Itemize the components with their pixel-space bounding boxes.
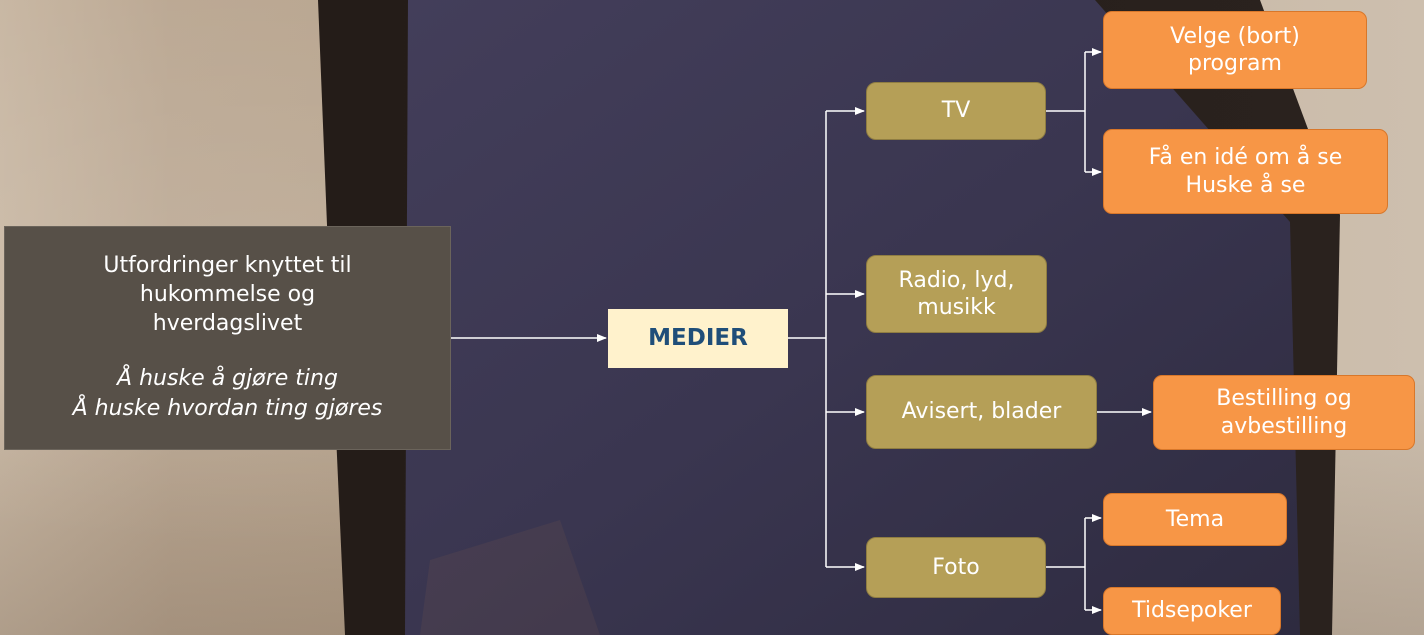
leaf-tv-get-idea: Få en idé om å se Huske å se	[1103, 129, 1388, 214]
challenge-heading: Utfordringer knyttet til hukommelse og h…	[103, 253, 352, 336]
medier-node: MEDIER	[608, 309, 788, 368]
challenge-box: Utfordringer knyttet til hukommelse og h…	[4, 226, 451, 450]
category-newspapers: Avisert, blader	[866, 375, 1097, 449]
leaf-news-ordering: Bestilling og avbestilling	[1153, 375, 1415, 450]
category-radio: Radio, lyd, musikk	[866, 255, 1047, 333]
category-photo: Foto	[866, 537, 1046, 598]
leaf-tv-select-program: Velge (bort) program	[1103, 11, 1367, 89]
tv-screen	[405, 0, 1300, 635]
challenge-examples: Å huske å gjøre ting Å huske hvordan tin…	[72, 366, 383, 421]
tv-reflection	[420, 520, 600, 635]
leaf-photo-epochs: Tidsepoker	[1103, 587, 1281, 635]
leaf-photo-theme: Tema	[1103, 493, 1287, 546]
category-tv: TV	[866, 82, 1046, 140]
